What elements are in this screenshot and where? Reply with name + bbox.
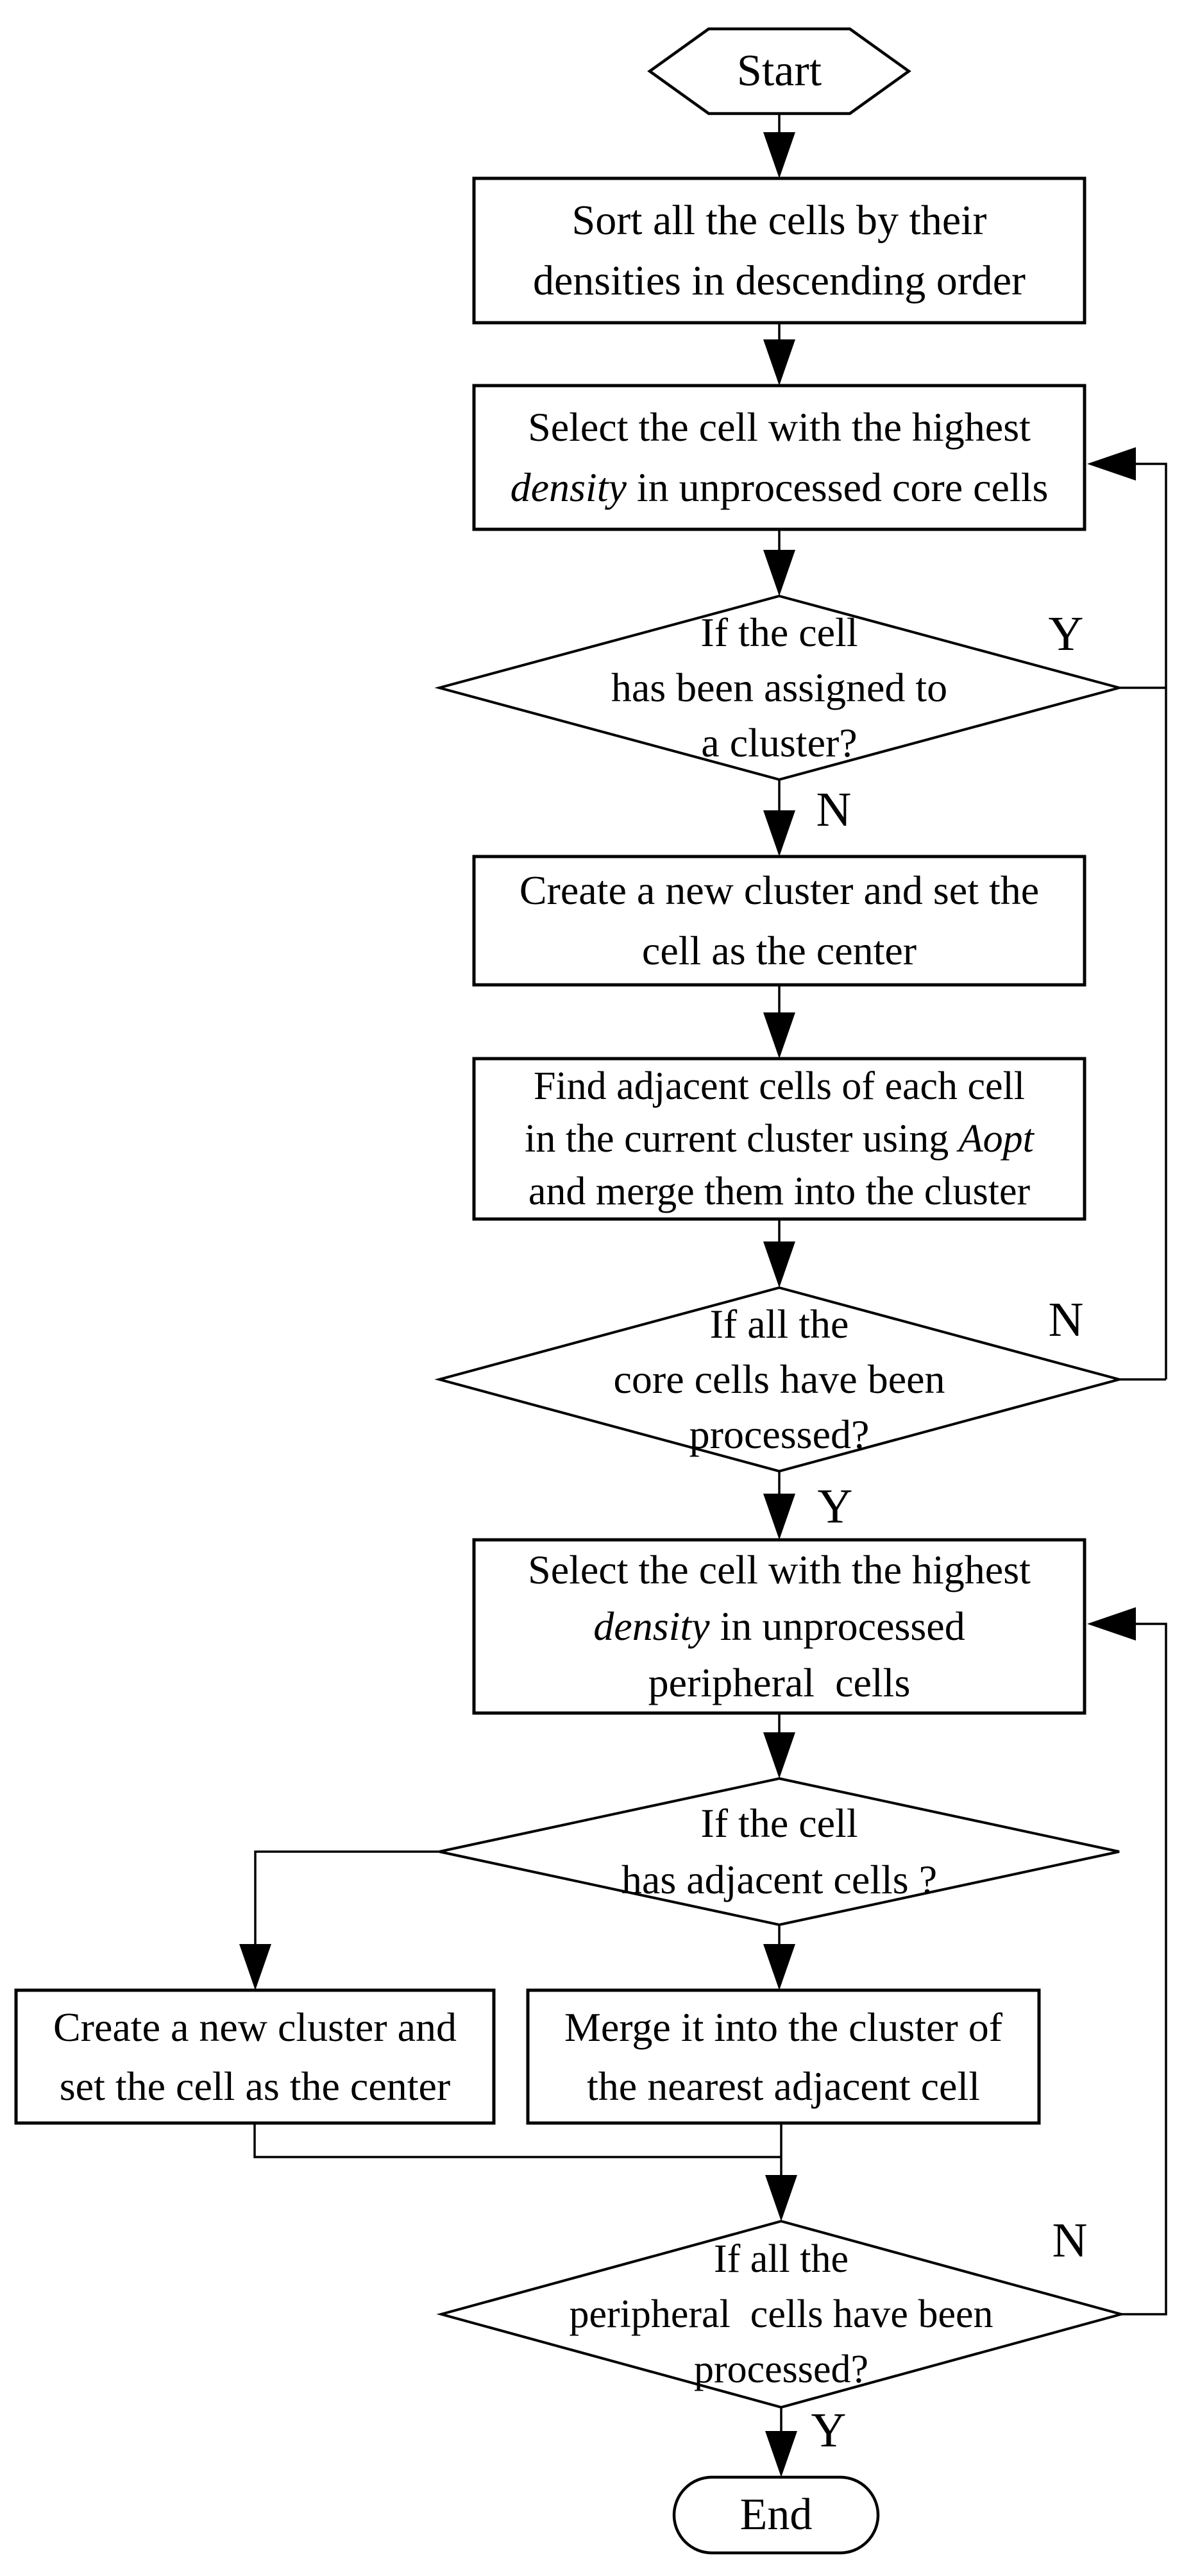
arrowhead [763, 339, 795, 386]
find-adjacent-cells-label: Find adjacent cells of each cell in the … [474, 1059, 1085, 1219]
node-text-line: peripheral cells [648, 1660, 911, 1705]
all-core-processed-diamond [434, 1286, 1124, 1473]
has-adjacent-cells-label: If the cell has adjacent cells ? [439, 1778, 1119, 1925]
sort-cells-label: Sort all the cells by their densities in… [474, 178, 1085, 323]
peripheral-done-no-label: N [1052, 2213, 1088, 2267]
all-core-processed-label: If all the core cells have been processe… [439, 1288, 1119, 1471]
loop-back-to-select-peripheral [1087, 1607, 1167, 2316]
arrowhead [763, 1944, 795, 1990]
assigned-no-label: N [816, 783, 852, 837]
all-peripheral-processed-label: If all the peripheral cells have been pr… [441, 2221, 1121, 2407]
core-done-yes-label: Y [817, 1480, 853, 1533]
core-done-no-label: N [1048, 1293, 1084, 1347]
peripheral-done-yes-label: Y [811, 2403, 847, 2457]
node-text-line: End [739, 2490, 813, 2539]
all-peripheral-processed-diamond [436, 2219, 1126, 2409]
edge-create-to-find-adjacent [763, 985, 795, 1059]
arrowhead [1087, 1607, 1136, 1641]
edge-sort-to-select-core [763, 323, 795, 386]
node-text-line: If the cell [700, 1800, 858, 1846]
node-text-line: has adjacent cells ? [621, 1857, 938, 1902]
arrowhead [763, 1012, 795, 1059]
node-text-line: Sort all the cells by their [571, 196, 987, 244]
select-core-cell-box [472, 384, 1086, 531]
create-cluster-core-box [472, 855, 1086, 987]
node-text-line: Select the cell with the highest [528, 1547, 1031, 1592]
node-text-line: Create a new cluster and set the [519, 867, 1040, 913]
end-terminator [672, 2475, 880, 2555]
node-text-line: If all the [713, 2237, 849, 2281]
edge-has-adjacent-yes-down-branch [763, 1925, 795, 1990]
edge-start-to-sort [763, 114, 795, 178]
node-text-line: If all the [709, 1301, 849, 1347]
arrowhead [1087, 447, 1136, 481]
find-adjacent-cells-box [472, 1057, 1086, 1221]
edge-join-to-all-peripheral [253, 2123, 797, 2221]
create-cluster-peripheral-box [14, 1988, 496, 2125]
node-text-line: processed? [689, 1412, 870, 1457]
node-text-line: and merge them into the cluster [528, 1170, 1031, 1213]
edge-find-adjacent-to-all-core [763, 1219, 795, 1288]
arrowhead [763, 1494, 795, 1540]
merge-nearest-label: Merge it into the cluster of the nearest… [528, 1990, 1039, 2123]
edge-select-peripheral-to-has-adjacent [763, 1713, 795, 1778]
node-text-line: core cells have been [613, 1356, 945, 1402]
node-text-line: processed? [694, 2348, 868, 2391]
arrowhead [239, 1944, 271, 1990]
node-text-line: cell as the center [641, 928, 917, 973]
arrowhead [763, 810, 795, 857]
has-adjacent-cells-diamond [439, 1777, 1120, 1927]
node-text-line: Find adjacent cells of each cell [533, 1064, 1026, 1108]
arrowhead [763, 1241, 795, 1288]
node-text-line: a cluster? [701, 720, 858, 765]
node-text-line: peripheral cells have been [569, 2292, 993, 2336]
node-text-line: set the cell as the center [59, 2063, 451, 2109]
node-text-line: Select the cell with the highest [528, 404, 1031, 450]
edge-select-core-to-assigned [763, 529, 795, 596]
assigned-yes-label: Y [1048, 607, 1084, 661]
node-text-line: If the cell [700, 610, 858, 655]
node-text-line: Start [736, 46, 822, 96]
select-peripheral-cell-box [472, 1538, 1086, 1715]
node-text-line: density in unprocessed [593, 1603, 965, 1649]
edge-all-peripheral-yes-to-end [765, 2407, 797, 2477]
assigned-to-cluster-label: If the cell has been assigned to a clust… [439, 596, 1119, 780]
connector-line [1121, 1623, 1167, 2316]
node-text-line: densities in descending order [533, 257, 1026, 304]
node-text-line: in the current cluster using Aopt [525, 1117, 1034, 1161]
node-text-line: density in unprocessed core cells [510, 465, 1049, 510]
merge-nearest-box [526, 1988, 1041, 2125]
arrowhead [763, 550, 795, 596]
edge-all-core-yes-to-select-peripheral [763, 1471, 795, 1540]
create-cluster-peripheral-label: Create a new cluster and set the cell as… [16, 1990, 494, 2123]
arrowhead [765, 2431, 797, 2477]
edge-assigned-no-to-create [763, 780, 795, 857]
arrowhead [763, 1732, 795, 1778]
arrowhead [765, 2175, 797, 2221]
connector-line [253, 2123, 781, 2158]
sort-cells-box [472, 176, 1086, 325]
connector-line [1135, 463, 1167, 1379]
node-text-line: Merge it into the cluster of [564, 2004, 1003, 2050]
create-cluster-core-label: Create a new cluster and set the cell as… [474, 857, 1085, 985]
select-core-cell-label: Select the cell with the highest density… [474, 386, 1085, 529]
end-label: End [674, 2477, 878, 2553]
node-text-line: Create a new cluster and [53, 2004, 457, 2050]
edge-has-adjacent-no-left-branch [239, 1850, 439, 1990]
node-text-line: has been assigned to [611, 665, 948, 710]
assigned-to-cluster-diamond [434, 594, 1124, 781]
arrowhead [763, 132, 795, 178]
start-label: Start [650, 29, 909, 114]
node-text-line: the nearest adjacent cell [587, 2063, 980, 2109]
loop-back-to-select-core [1087, 447, 1167, 1381]
select-peripheral-cell-label: Select the cell with the highest density… [474, 1540, 1085, 1713]
start-hexagon [647, 27, 911, 115]
connector-line [254, 1850, 439, 1945]
